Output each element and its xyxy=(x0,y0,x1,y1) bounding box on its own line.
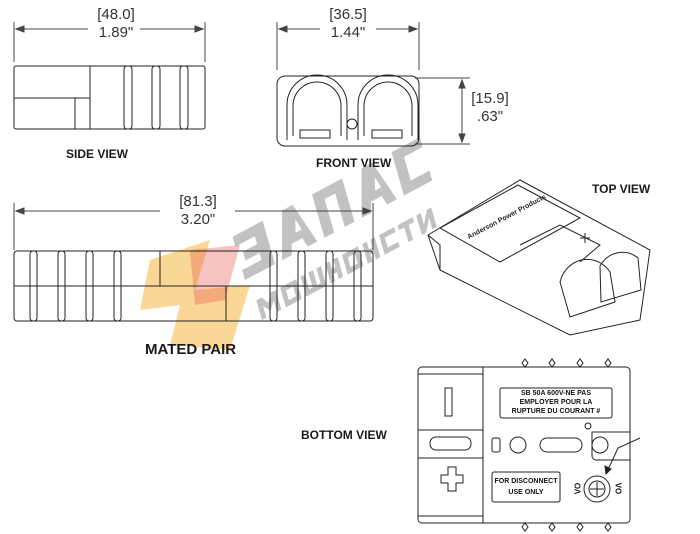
front-view-height-in: .63" xyxy=(476,108,504,125)
front-view-drawing xyxy=(276,74,420,147)
mated-pair-drawing xyxy=(13,250,374,322)
bottom-view-drawing xyxy=(417,358,641,532)
minus-symbol xyxy=(444,387,453,417)
top-view-drawing: Anderson Power Products xyxy=(427,179,651,336)
disconnect-label: FOR DISCONNECT USE ONLY xyxy=(492,476,560,498)
warning-line: SB 50A 600V-NE PAS xyxy=(520,390,592,397)
watermark-logo xyxy=(140,137,437,350)
front-view-height-mm: [15.9] xyxy=(471,90,509,107)
vo-mark-right: VO xyxy=(613,482,623,495)
front-view-width-mm: [36.5] xyxy=(329,6,367,23)
side-view-dim-in: 1.89" xyxy=(98,24,134,41)
disconnect-line: FOR DISCONNECT xyxy=(494,478,558,485)
front-view-width-in: 1.44" xyxy=(330,24,366,41)
plus-symbol xyxy=(440,466,464,492)
bottom-view-label: BOTTOM VIEW xyxy=(301,428,387,442)
disconnect-line: USE ONLY xyxy=(508,489,544,496)
front-view-label: FRONT VIEW xyxy=(316,156,392,170)
top-view-label: TOP VIEW xyxy=(592,182,651,196)
side-view-drawing xyxy=(13,65,206,130)
brand-mark-text: Anderson Power Products xyxy=(466,194,547,241)
mated-pair-dimension-line xyxy=(13,203,374,250)
mated-pair-label: MATED PAIR xyxy=(145,341,237,358)
warning-line: EMPLOYER POUR LA xyxy=(519,399,593,406)
warning-line: RUPTURE DU COURANT # xyxy=(511,408,601,415)
mated-pair-dim-in: 3.20" xyxy=(180,211,216,228)
front-view-dimension-line xyxy=(276,22,470,145)
side-view-dimension-line xyxy=(13,22,206,62)
vo-mark-left: VO xyxy=(573,482,583,495)
side-view-dim-mm: [48.0] xyxy=(97,6,135,23)
mated-pair-dim-mm: [81.3] xyxy=(179,193,217,210)
side-view-label: SIDE VIEW xyxy=(66,147,129,161)
warning-label: SB 50A 600V-NE PAS EMPLOYER POUR LA RUPT… xyxy=(500,389,612,416)
